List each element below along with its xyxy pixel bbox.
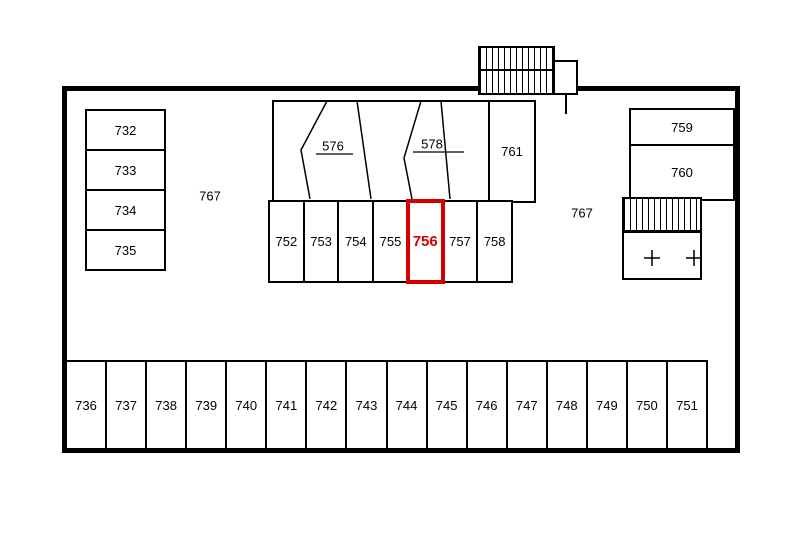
stairs-top-icon [478,46,555,95]
room-760[interactable]: 760 [631,146,733,199]
room-759[interactable]: 759 [631,110,733,146]
bottom-room-row: 736 737 738 739 740 741 742 743 744 745 … [67,360,708,448]
room-label: 738 [155,397,177,413]
middle-band: 761 [272,100,536,203]
stair-landing [553,60,578,95]
room-743[interactable]: 743 [347,362,388,448]
room-753[interactable]: 753 [305,202,340,281]
room-label: 743 [355,397,378,413]
room-label: 761 [501,144,523,159]
room-741[interactable]: 741 [267,362,308,448]
room-label: 750 [636,397,658,413]
stairs-right-icon [622,197,702,232]
room-748[interactable]: 748 [548,362,588,448]
room-label: 759 [671,119,693,135]
room-758[interactable]: 758 [478,202,511,281]
room-label: 758 [483,234,506,249]
room-label: 754 [344,234,367,249]
room-label: 740 [235,397,258,413]
room-761[interactable]: 761 [488,102,534,201]
room-742[interactable]: 742 [307,362,348,448]
room-756-selected[interactable]: 756 [405,199,445,284]
room-757[interactable]: 757 [444,202,479,281]
open-area-767-left-label: 767 [199,188,221,204]
room-label: 742 [315,397,338,413]
room-755[interactable]: 755 [374,202,409,281]
open-area-767-right-label: 767 [571,205,593,221]
room-label: 737 [115,397,137,413]
room-735[interactable]: 735 [87,231,164,269]
room-738[interactable]: 738 [147,362,188,448]
room-749[interactable]: 749 [588,362,628,448]
left-room-column: 732 733 734 735 [85,109,166,271]
stair-mid-landing-line [480,69,553,71]
room-578-label: 578 [421,136,443,152]
room-750[interactable]: 750 [628,362,668,448]
room-label: 752 [275,234,298,249]
room-label: 732 [114,122,137,138]
room-737[interactable]: 737 [107,362,148,448]
room-739[interactable]: 739 [187,362,228,448]
room-732[interactable]: 732 [87,111,164,151]
room-734[interactable]: 734 [87,191,164,231]
room-747[interactable]: 747 [508,362,548,448]
middle-room-row: 752 753 754 755 756 757 758 [268,199,513,284]
right-room-column: 759 760 [629,108,735,201]
room-745[interactable]: 745 [428,362,468,448]
room-label: 755 [379,234,402,249]
room-label: 749 [595,397,618,413]
room-label: 741 [275,397,298,413]
room-label: 739 [195,397,218,413]
room-744[interactable]: 744 [388,362,428,448]
room-label: 733 [114,162,137,178]
room-576-label: 576 [322,138,344,154]
room-740[interactable]: 740 [227,362,268,448]
room-label: 756 [412,233,438,250]
room-label: 735 [114,242,137,258]
room-746[interactable]: 746 [468,362,508,448]
room-label: 753 [310,234,332,249]
room-label: 751 [676,397,698,413]
room-label: 746 [475,397,498,413]
room-733[interactable]: 733 [87,151,164,191]
room-label: 745 [435,397,458,413]
building-outline [62,86,740,453]
room-751[interactable]: 751 [668,362,706,448]
room-label: 760 [671,165,693,180]
room-label: 748 [555,397,578,413]
room-label: 736 [75,397,97,413]
room-label: 757 [449,234,471,249]
elevator-shaft [622,231,702,280]
room-label: 744 [395,397,418,413]
room-752[interactable]: 752 [270,202,305,281]
room-label: 747 [515,397,538,413]
room-label: 734 [114,202,137,218]
room-736[interactable]: 736 [67,362,108,448]
room-754[interactable]: 754 [339,202,375,281]
